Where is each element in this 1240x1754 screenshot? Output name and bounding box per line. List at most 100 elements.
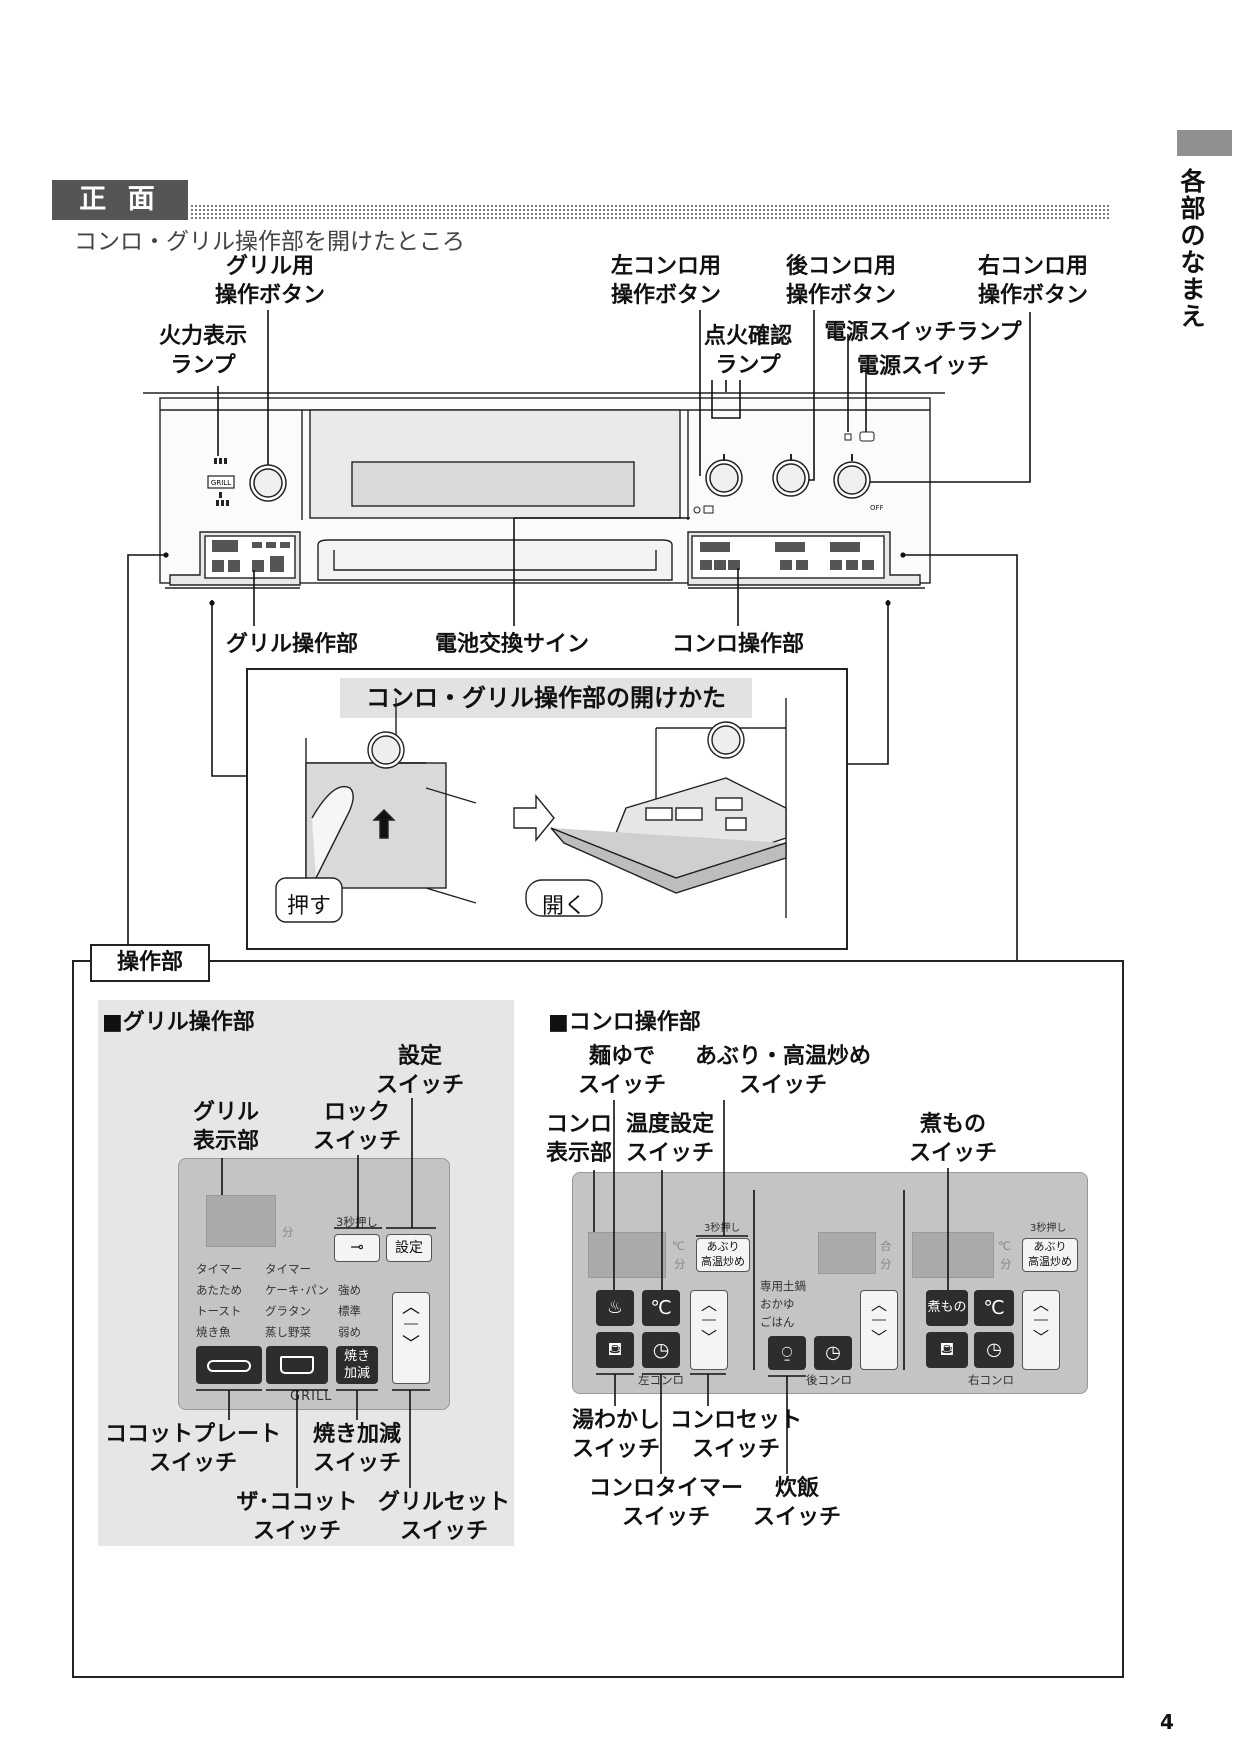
label-grill-display: グリル 表示部 [192,1100,259,1154]
grill-display [206,1195,276,1247]
grill-col2-item: グラタン [265,1304,311,1318]
open-label: 開く [541,894,586,919]
yuwakashi-switch[interactable]: ⛾ [596,1332,634,1368]
right-burner-label: 右コンロ [968,1373,1014,1387]
page-number: 4 [1160,1710,1174,1734]
chevron-down-icon: ﹀ [1032,1328,1049,1347]
divider [702,1319,716,1321]
section-subtitle: コンロ・グリル操作部を開けたところ [74,229,465,255]
timer-icon: ◷ [825,1342,841,1363]
left-deg-unit: ℃ [672,1239,685,1253]
section-title: 正 面 [52,180,188,220]
right-display [912,1232,994,1278]
timer-icon: ◷ [652,1339,670,1361]
rice-mode-item: おかゆ [760,1297,795,1311]
temp-switch-left[interactable]: ℃ [642,1290,680,1326]
grill-min-unit: 分 [282,1225,294,1239]
lock-switch[interactable]: ⊸ [334,1234,380,1262]
label-battery-sign: 電池交換サイン [434,632,589,657]
chevron-up-icon: ︿ [870,1295,887,1314]
key-icon: ⊸ [350,1237,364,1256]
rear-go-unit: 合 [880,1239,892,1253]
grill-col3-item: 強め [338,1283,361,1297]
celsius-icon: ℃ [983,1297,1005,1319]
settings-switch[interactable]: 設定 [386,1234,432,1262]
right-three-sec: 3秒押し [1030,1223,1067,1234]
rear-display [818,1232,876,1274]
pot-icon [280,1356,314,1374]
grill-col1-item: タイマー [196,1262,242,1276]
divider [1034,1319,1048,1321]
stove-section-heading: ■コンロ操作部 [548,1010,701,1035]
celsius-icon: ℃ [650,1297,672,1319]
label-flame-lamp: 火力表示 ランプ [158,324,247,378]
kettle-icon: ⛾ [607,1339,623,1360]
cocotte-plate-switch[interactable] [196,1346,262,1384]
temp-switch-right[interactable]: ℃ [974,1290,1014,1326]
yuwakashi-switch-right[interactable]: ⛾ [926,1332,968,1368]
left-display [588,1232,666,1278]
side-tab-label: 各部のなまえ [1180,167,1206,331]
grill-col2-item: 蒸し野菜 [265,1325,311,1339]
aburi-switch-left[interactable]: あぶり 高温炒め [696,1238,750,1272]
label-stove-display: コンロ 表示部 [545,1112,612,1166]
menyude-switch[interactable]: ♨ [596,1290,634,1326]
label-grill-panel: グリル操作部 [225,632,358,657]
left-min-unit: 分 [674,1257,686,1271]
label-the-cocotte-switch: ザ･ココット スイッチ [236,1490,358,1544]
rice-mode-item: 専用土鍋 [760,1279,806,1293]
label-left-burner-button: 左コンロ用 操作ボタン [610,254,721,308]
plate-icon [207,1360,251,1372]
label-rice-switch: 炊飯 スイッチ [752,1476,841,1530]
the-cocotte-switch[interactable] [266,1346,328,1384]
grill-col1-item: トースト [196,1304,242,1318]
grill-col1-item: 焼き魚 [196,1325,231,1339]
label-grill-button: グリル用 操作ボタン [214,254,325,308]
grill-up-down-switch[interactable]: ︿ ﹀ [392,1292,430,1384]
stove-divider [753,1190,755,1370]
rice-pot-icon: ⍜ [781,1342,793,1363]
side-tab-bar [1177,130,1232,156]
aburi-switch-right[interactable]: あぶり 高温炒め [1022,1238,1078,1272]
rear-up-down-switch[interactable]: ︿ ﹀ [860,1290,898,1370]
nimono-switch[interactable]: 煮もの [926,1290,968,1326]
kettle-icon: ⛾ [939,1339,955,1360]
right-up-down-switch[interactable]: ︿ ﹀ [1022,1290,1060,1370]
timer-switch-right[interactable]: ◷ [974,1332,1014,1368]
svg-text:OFF: OFF [870,504,884,512]
label-menyude-switch: 麺ゆで スイッチ [577,1044,666,1098]
label-stove-panel: コンロ操作部 [671,632,804,657]
label-power-lamp: 電源スイッチランプ [824,320,1022,345]
divider [404,1323,418,1325]
label-grill-set-switch: グリルセット スイッチ [377,1490,510,1544]
timer-switch-left[interactable]: ◷ [642,1332,680,1368]
label-cocotte-plate-switch: ココットプレート スイッチ [104,1422,281,1476]
front-view-diagram: GRILL OFF [127,310,1031,960]
dotted-rule [190,204,1110,220]
control-box-title: 操作部 [90,944,210,982]
left-up-down-switch[interactable]: ︿ ﹀ [690,1290,728,1370]
control-box [72,960,1124,1678]
label-yakikagen-switch: 焼き加減 スイッチ [312,1422,401,1476]
grill-badge-text: GRILL [211,479,231,487]
timer-switch-rear[interactable]: ◷ [814,1336,852,1370]
label-yuwakashi-switch: 湯わかし スイッチ [571,1408,660,1462]
yakikagen-switch[interactable]: 焼き 加減 [336,1346,378,1384]
divider [872,1319,886,1321]
label-settings-switch: 設定 スイッチ [375,1044,464,1098]
chevron-down-icon: ﹀ [700,1328,717,1347]
chevron-up-icon: ︿ [402,1297,420,1318]
label-lock-switch: ロック スイッチ [312,1100,401,1154]
rice-mode-item: ごはん [760,1315,795,1329]
rice-switch[interactable]: ⍜ [768,1336,806,1370]
stove-divider [903,1190,905,1370]
chevron-down-icon: ﹀ [402,1334,420,1355]
label-nimono-switch: 煮もの スイッチ [908,1112,997,1166]
push-label: 押す [286,894,331,919]
grill-col1-item: あたため [196,1283,242,1297]
label-stove-timer-switch: コンロタイマー スイッチ [588,1476,743,1530]
grill-text: GRILL [290,1389,333,1404]
right-min-unit: 分 [1000,1257,1012,1271]
